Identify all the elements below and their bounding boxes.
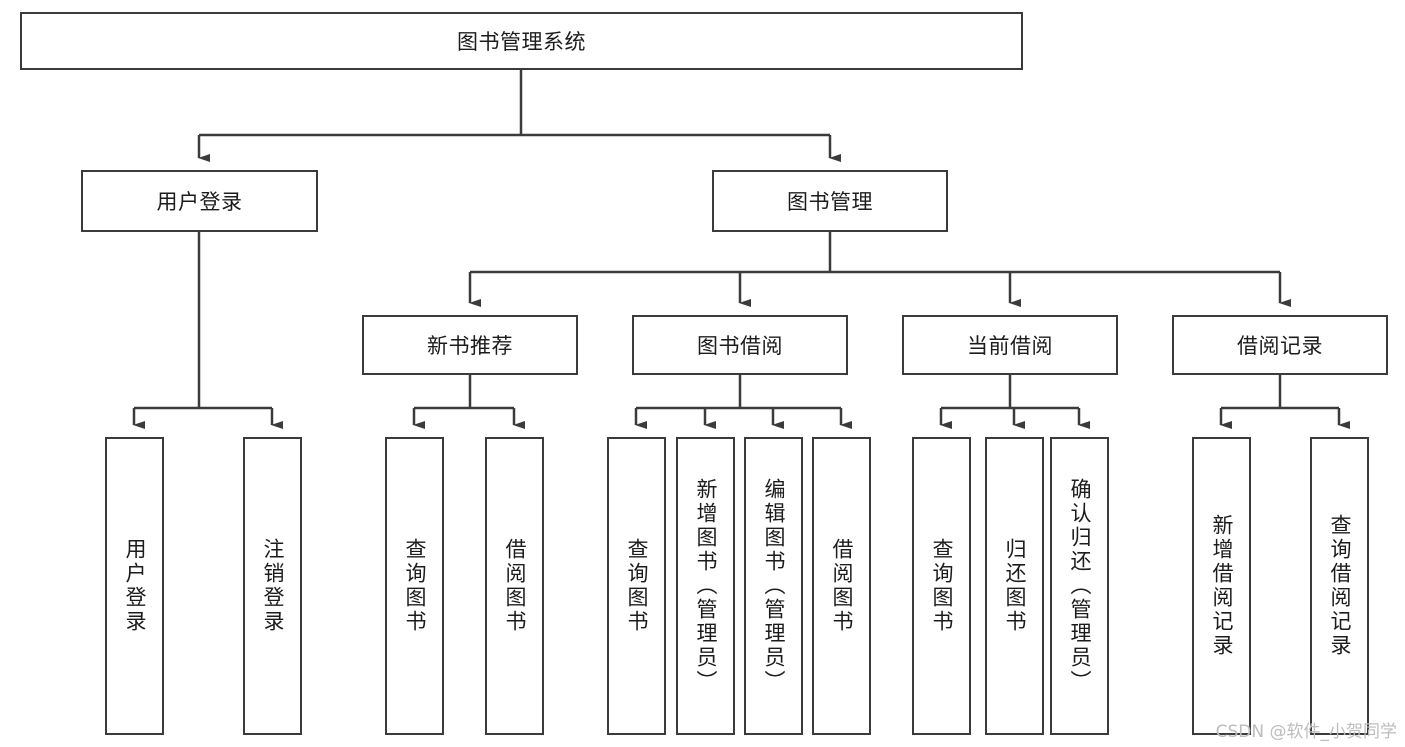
node-leaf-return-book-label: 归还图书 <box>1003 538 1027 634</box>
node-leaf-user-login-label: 用户登录 <box>123 538 147 634</box>
node-leaf-confirm-return-label: 确认归还（管理员） <box>1068 478 1092 694</box>
node-leaf-query-book-2-label: 查询图书 <box>625 538 649 634</box>
node-leaf-add-record-label: 新增借阅记录 <box>1210 514 1234 658</box>
node-book-manage-label: 图书管理 <box>787 190 873 214</box>
node-leaf-query-record[interactable]: 查询借阅记录 <box>1310 437 1369 735</box>
node-borrow-record-label: 借阅记录 <box>1237 334 1323 358</box>
node-user-login[interactable]: 用户登录 <box>81 170 318 232</box>
node-leaf-borrow-book-1-label: 借阅图书 <box>503 538 527 634</box>
node-leaf-return-book[interactable]: 归还图书 <box>985 437 1044 735</box>
node-leaf-user-logout-label: 注销登录 <box>261 538 285 634</box>
node-leaf-edit-book[interactable]: 编辑图书（管理员） <box>744 437 803 735</box>
node-book-borrow[interactable]: 图书借阅 <box>632 315 848 375</box>
node-current-borrow-label: 当前借阅 <box>967 334 1053 358</box>
node-new-book-recommend[interactable]: 新书推荐 <box>362 315 578 375</box>
node-leaf-query-book-2[interactable]: 查询图书 <box>607 437 666 735</box>
node-leaf-query-book-3-label: 查询图书 <box>930 538 954 634</box>
node-leaf-user-logout[interactable]: 注销登录 <box>243 437 302 735</box>
node-leaf-query-record-label: 查询借阅记录 <box>1328 514 1352 658</box>
node-leaf-query-book-1-label: 查询图书 <box>403 538 427 634</box>
node-user-login-label: 用户登录 <box>156 190 243 214</box>
node-new-book-recommend-label: 新书推荐 <box>427 334 513 358</box>
node-current-borrow[interactable]: 当前借阅 <box>902 315 1118 375</box>
node-borrow-record[interactable]: 借阅记录 <box>1172 315 1388 375</box>
node-leaf-add-book[interactable]: 新增图书（管理员） <box>676 437 735 735</box>
node-leaf-user-login[interactable]: 用户登录 <box>105 437 164 735</box>
node-leaf-borrow-book-2-label: 借阅图书 <box>830 538 854 634</box>
node-leaf-query-book-1[interactable]: 查询图书 <box>385 437 444 735</box>
node-leaf-confirm-return[interactable]: 确认归还（管理员） <box>1050 437 1109 735</box>
node-leaf-borrow-book-1[interactable]: 借阅图书 <box>485 437 544 735</box>
node-leaf-add-book-label: 新增图书（管理员） <box>694 478 718 694</box>
node-book-borrow-label: 图书借阅 <box>697 334 783 358</box>
node-book-manage[interactable]: 图书管理 <box>712 170 948 232</box>
node-root[interactable]: 图书管理系统 <box>20 12 1023 70</box>
node-leaf-borrow-book-2[interactable]: 借阅图书 <box>812 437 871 735</box>
node-leaf-edit-book-label: 编辑图书（管理员） <box>762 478 786 694</box>
node-root-label: 图书管理系统 <box>457 30 586 54</box>
node-leaf-add-record[interactable]: 新增借阅记录 <box>1192 437 1251 735</box>
csdn-watermark: CSDN @软件_小贺同学 <box>1215 722 1397 742</box>
node-leaf-query-book-3[interactable]: 查询图书 <box>912 437 971 735</box>
